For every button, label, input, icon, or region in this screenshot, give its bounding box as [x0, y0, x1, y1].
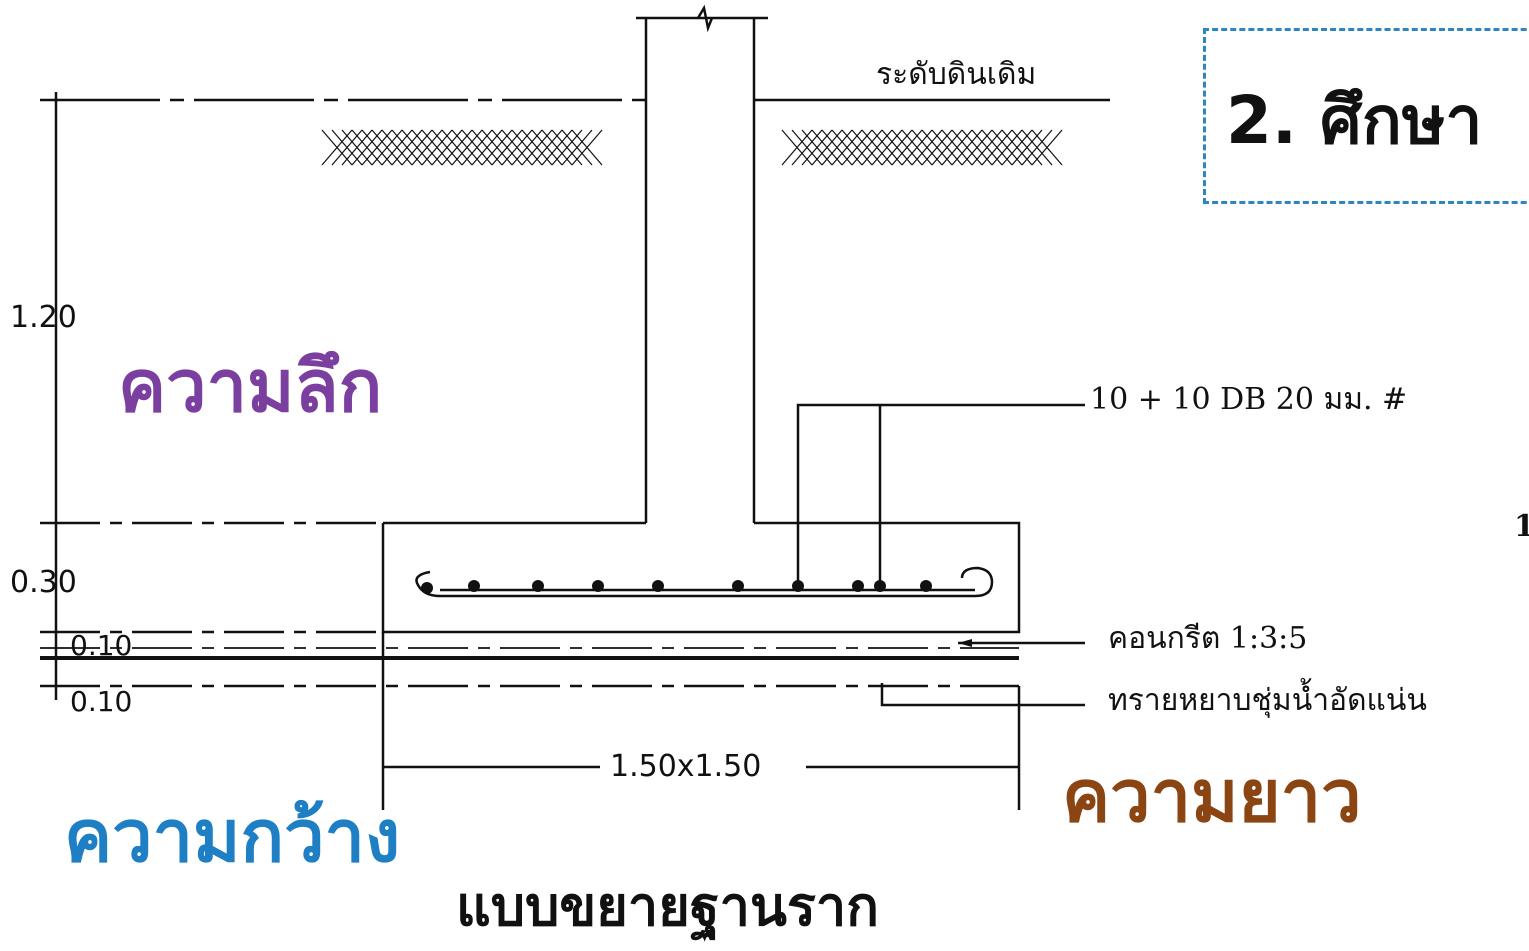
title-box	[1203, 28, 1529, 204]
slab-dimension: 0.30	[10, 565, 77, 600]
depth-label: ความลึก	[118, 344, 383, 428]
footing-size-dimension: 1.50x1.50	[610, 749, 762, 784]
concrete-callout: คอนกรีต 1:3:5	[1108, 621, 1308, 656]
rebar-note: 10 + 10 DB 20 มม. #	[1090, 382, 1408, 417]
width-label: ความกว้าง	[64, 794, 401, 878]
ground-level-label: ระดับดินเดิม	[876, 57, 1037, 92]
sand-layer-dimension: 0.10	[70, 685, 133, 718]
length-label: ความยาว	[1062, 754, 1362, 838]
drawing-caption: แบบขยายฐานราก	[456, 875, 879, 938]
cut-off-text: 1	[1514, 509, 1529, 544]
page-title: 2. ศึกษา	[1226, 82, 1483, 159]
sand-callout: ทรายหยาบชุ่มน้ำอัดแน่น	[1108, 683, 1427, 718]
concrete-layer-dimension: 0.10	[70, 629, 133, 662]
depth-dimension: 1.20	[10, 300, 77, 335]
